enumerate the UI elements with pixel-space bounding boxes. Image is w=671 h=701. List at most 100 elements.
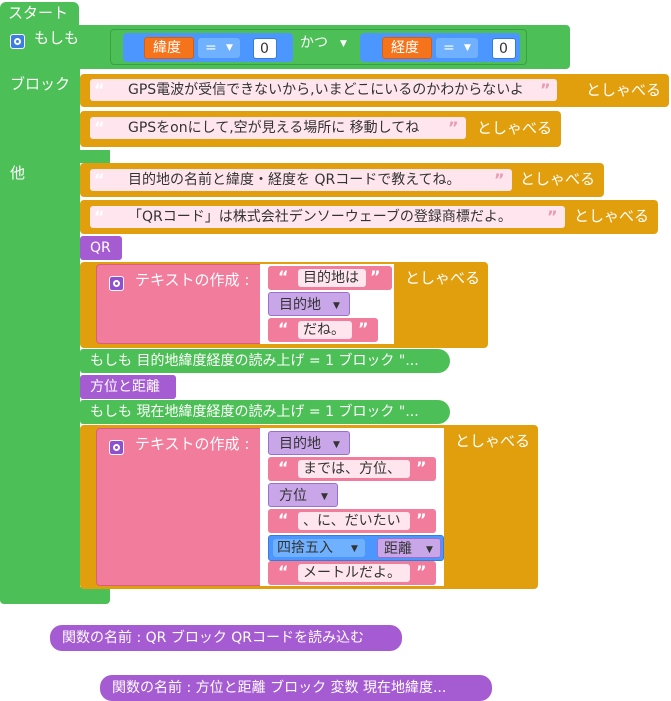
string-text: だね。 bbox=[303, 322, 345, 338]
string-text: までは、方位、 bbox=[303, 461, 401, 477]
var-getter-direction[interactable]: 方位 ▼ bbox=[268, 483, 338, 507]
string-literal[interactable]: “ 目的地の名前と緯度・経度を QRコードで教えてね。 ” bbox=[90, 169, 512, 191]
num-left-value: 0 bbox=[260, 41, 269, 57]
op-dropdown-left[interactable]: = ▼ bbox=[198, 38, 240, 58]
var-getter-distance[interactable]: 距離 ▼ bbox=[377, 538, 441, 558]
close-quote-icon: ” bbox=[448, 118, 459, 137]
round-block[interactable]: 四捨五入 ▼ 距離 ▼ bbox=[268, 535, 444, 561]
call-qr-label: QR bbox=[90, 240, 111, 256]
open-quote-icon: “ bbox=[278, 267, 289, 286]
close-quote-icon: ” bbox=[540, 80, 551, 99]
open-quote-icon: “ bbox=[278, 562, 289, 581]
start-block[interactable]: スタート bbox=[0, 2, 79, 26]
gear-icon[interactable] bbox=[109, 440, 124, 455]
close-quote-icon: ” bbox=[416, 458, 427, 477]
if-keyword: もしも bbox=[34, 29, 80, 47]
start-label: スタート bbox=[8, 4, 69, 22]
var-name: 距離 bbox=[384, 541, 412, 557]
chevron-down-icon: ▼ bbox=[426, 545, 433, 555]
string-literal[interactable]: “ 、に、だいたい ” bbox=[268, 509, 436, 533]
string-field[interactable]: までは、方位、 bbox=[298, 460, 410, 478]
string-text: 目的地は bbox=[303, 270, 359, 286]
collapsed-block-2[interactable]: もしも 現在地緯度経度の読み上げ = 1 ブロック "... bbox=[80, 400, 450, 424]
speak-text: GPSをonにして,空が見える場所に 移動してね bbox=[128, 120, 420, 136]
var-name: 方位 bbox=[279, 488, 307, 504]
speak-text: 目的地の名前と緯度・経度を QRコードで教えてね。 bbox=[128, 172, 461, 188]
speak-verb: としゃべる bbox=[405, 269, 481, 287]
call-direction-distance-block[interactable]: 方位と距離 bbox=[80, 375, 176, 399]
string-field[interactable]: 目的地は bbox=[298, 269, 366, 287]
speak-block-then-2[interactable]: “ GPSをonにして,空が見える場所に 移動してね ” としゃべる bbox=[80, 111, 561, 147]
var-name: 目的地 bbox=[279, 436, 321, 452]
chevron-down-icon[interactable]: ▼ bbox=[340, 39, 347, 49]
string-literal[interactable]: “ だね。 ” bbox=[268, 318, 378, 342]
close-quote-icon: ” bbox=[547, 207, 558, 226]
then-label: ブロック bbox=[10, 75, 71, 93]
round-label: 四捨五入 bbox=[277, 540, 333, 556]
var-name: 目的地 bbox=[279, 297, 321, 313]
chevron-down-icon: ▼ bbox=[351, 544, 358, 554]
chevron-down-icon: ▼ bbox=[226, 43, 233, 53]
text-join-label: テキストの作成 : bbox=[135, 435, 250, 453]
num-right-value: 0 bbox=[499, 41, 508, 57]
speak-block-then-1[interactable]: “ GPS電波が受信できないから,いまどこにいるのかわからないよ ” としゃべる bbox=[80, 74, 669, 107]
string-field[interactable]: 、に、だいたい bbox=[298, 512, 410, 530]
open-quote-icon: “ bbox=[94, 170, 105, 189]
speak-text: GPS電波が受信できないから,いまどこにいるのかわからないよ bbox=[128, 82, 524, 98]
if-block-spine bbox=[0, 25, 80, 603]
chevron-down-icon: ▼ bbox=[333, 301, 340, 311]
function-def-label: 関数の名前 : 方位と距離 ブロック 変数 現在地緯度... bbox=[112, 680, 447, 696]
var-getter-destination[interactable]: 目的地 ▼ bbox=[268, 292, 350, 316]
op-left-label: = bbox=[205, 40, 217, 56]
string-literal[interactable]: “ メートルだよ。 ” bbox=[268, 561, 436, 585]
gear-icon[interactable] bbox=[109, 276, 124, 291]
collapsed-block-1[interactable]: もしも 目的地緯度経度の読み上げ = 1 ブロック "... bbox=[80, 349, 450, 373]
string-literal[interactable]: “ 目的地は ” bbox=[268, 266, 392, 290]
open-quote-icon: “ bbox=[278, 510, 289, 529]
close-quote-icon: ” bbox=[416, 510, 427, 529]
speak-verb: としゃべる bbox=[586, 81, 662, 99]
close-quote-icon: ” bbox=[416, 562, 427, 581]
close-quote-icon: ” bbox=[358, 319, 369, 338]
open-quote-icon: “ bbox=[278, 458, 289, 477]
close-quote-icon: ” bbox=[494, 170, 505, 189]
text-join-label: テキストの作成 : bbox=[135, 271, 250, 289]
function-def-label: 関数の名前 : QR ブロック QRコードを読み込む bbox=[62, 630, 365, 646]
collapsed-label: もしも 目的地緯度経度の読み上げ = 1 ブロック "... bbox=[90, 353, 419, 369]
string-field[interactable]: メートルだよ。 bbox=[298, 564, 410, 582]
num-left[interactable]: 0 bbox=[253, 38, 277, 59]
open-quote-icon: “ bbox=[94, 80, 105, 99]
var-latitude-label: 緯度 bbox=[153, 40, 181, 56]
gear-icon[interactable] bbox=[10, 34, 25, 49]
function-def-direction-distance[interactable]: 関数の名前 : 方位と距離 ブロック 変数 現在地緯度... bbox=[100, 675, 492, 701]
call-qr-block[interactable]: QR bbox=[80, 236, 122, 260]
open-quote-icon: “ bbox=[94, 207, 105, 226]
speak-block-else-2[interactable]: “ 「QRコード」は株式会社デンソーウェーブの登録商標だよ。 ” としゃべる bbox=[80, 200, 658, 234]
chevron-down-icon: ▼ bbox=[321, 492, 328, 502]
string-literal[interactable]: “ 「QRコード」は株式会社デンソーウェーブの登録商標だよ。 ” bbox=[90, 206, 565, 228]
string-literal[interactable]: “ までは、方位、 ” bbox=[268, 457, 436, 481]
if-block-footer bbox=[0, 587, 110, 604]
collapsed-label: もしも 現在地緯度経度の読み上げ = 1 ブロック "... bbox=[90, 404, 419, 420]
if-else-divider bbox=[0, 150, 110, 163]
var-latitude[interactable]: 緯度 bbox=[144, 37, 194, 59]
speak-verb: としゃべる bbox=[477, 119, 553, 137]
function-def-qr[interactable]: 関数の名前 : QR ブロック QRコードを読み込む bbox=[50, 625, 402, 651]
string-field[interactable]: だね。 bbox=[298, 321, 352, 339]
round-dropdown[interactable]: 四捨五入 ▼ bbox=[273, 539, 365, 557]
speak-verb: としゃべる bbox=[520, 170, 596, 188]
var-getter-destination[interactable]: 目的地 ▼ bbox=[268, 431, 350, 455]
var-longitude[interactable]: 経度 bbox=[382, 37, 432, 59]
open-quote-icon: “ bbox=[278, 319, 289, 338]
string-literal[interactable]: “ GPS電波が受信できないから,いまどこにいるのかわからないよ ” bbox=[90, 79, 557, 101]
close-quote-icon: ” bbox=[370, 267, 381, 286]
op-dropdown-right[interactable]: = ▼ bbox=[436, 38, 478, 58]
string-literal[interactable]: “ GPSをonにして,空が見える場所に 移動してね ” bbox=[90, 117, 466, 139]
num-right[interactable]: 0 bbox=[492, 38, 516, 59]
string-text: 、に、だいたい bbox=[303, 513, 401, 529]
speak-text: 「QRコード」は株式会社デンソーウェーブの登録商標だよ。 bbox=[128, 209, 512, 225]
speak-block-else-1[interactable]: “ 目的地の名前と緯度・経度を QRコードで教えてね。 ” としゃべる bbox=[80, 163, 604, 197]
var-longitude-label: 経度 bbox=[391, 40, 419, 56]
string-text: メートルだよ。 bbox=[303, 565, 401, 581]
call-dist-label: 方位と距離 bbox=[90, 379, 160, 395]
